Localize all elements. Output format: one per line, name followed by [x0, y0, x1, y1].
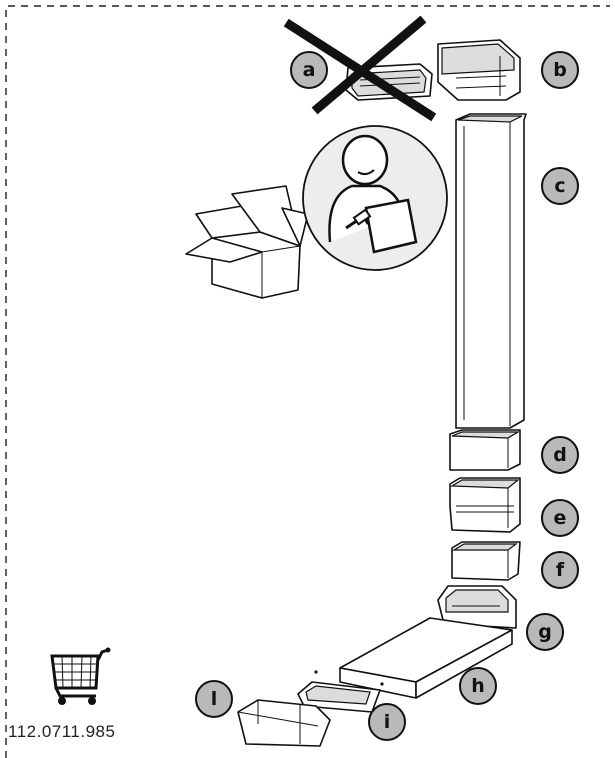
badge-d: d: [542, 437, 578, 473]
part-e-transition: [450, 478, 520, 532]
svg-text:h: h: [471, 675, 485, 697]
svg-text:l: l: [211, 688, 218, 710]
badge-e: e: [542, 500, 578, 536]
order-code: 112.0711.985: [8, 722, 115, 742]
badge-i: i: [369, 704, 405, 740]
svg-text:a: a: [303, 59, 316, 81]
part-c-long-duct: [456, 114, 526, 428]
badge-f: f: [542, 552, 578, 588]
badge-b: b: [542, 52, 578, 88]
open-box-icon: [186, 186, 308, 298]
badge-c: c: [542, 168, 578, 204]
svg-text:e: e: [554, 507, 567, 529]
badge-a: a: [291, 52, 327, 88]
part-l-flat-bend: [238, 700, 330, 746]
svg-text:g: g: [538, 621, 552, 643]
svg-text:d: d: [553, 444, 567, 466]
part-f-connector: [452, 542, 520, 580]
badge-l: l: [196, 681, 232, 717]
svg-text:f: f: [556, 559, 565, 581]
part-d-connector: [450, 430, 520, 470]
person-reading-manual-icon: [303, 126, 447, 270]
shopping-cart-icon: [52, 648, 111, 706]
part-b-bend: [438, 40, 520, 100]
svg-text:i: i: [384, 711, 391, 733]
svg-text:b: b: [553, 59, 567, 81]
svg-text:c: c: [554, 175, 565, 197]
badge-g: g: [527, 614, 563, 650]
badge-h: h: [460, 668, 496, 704]
